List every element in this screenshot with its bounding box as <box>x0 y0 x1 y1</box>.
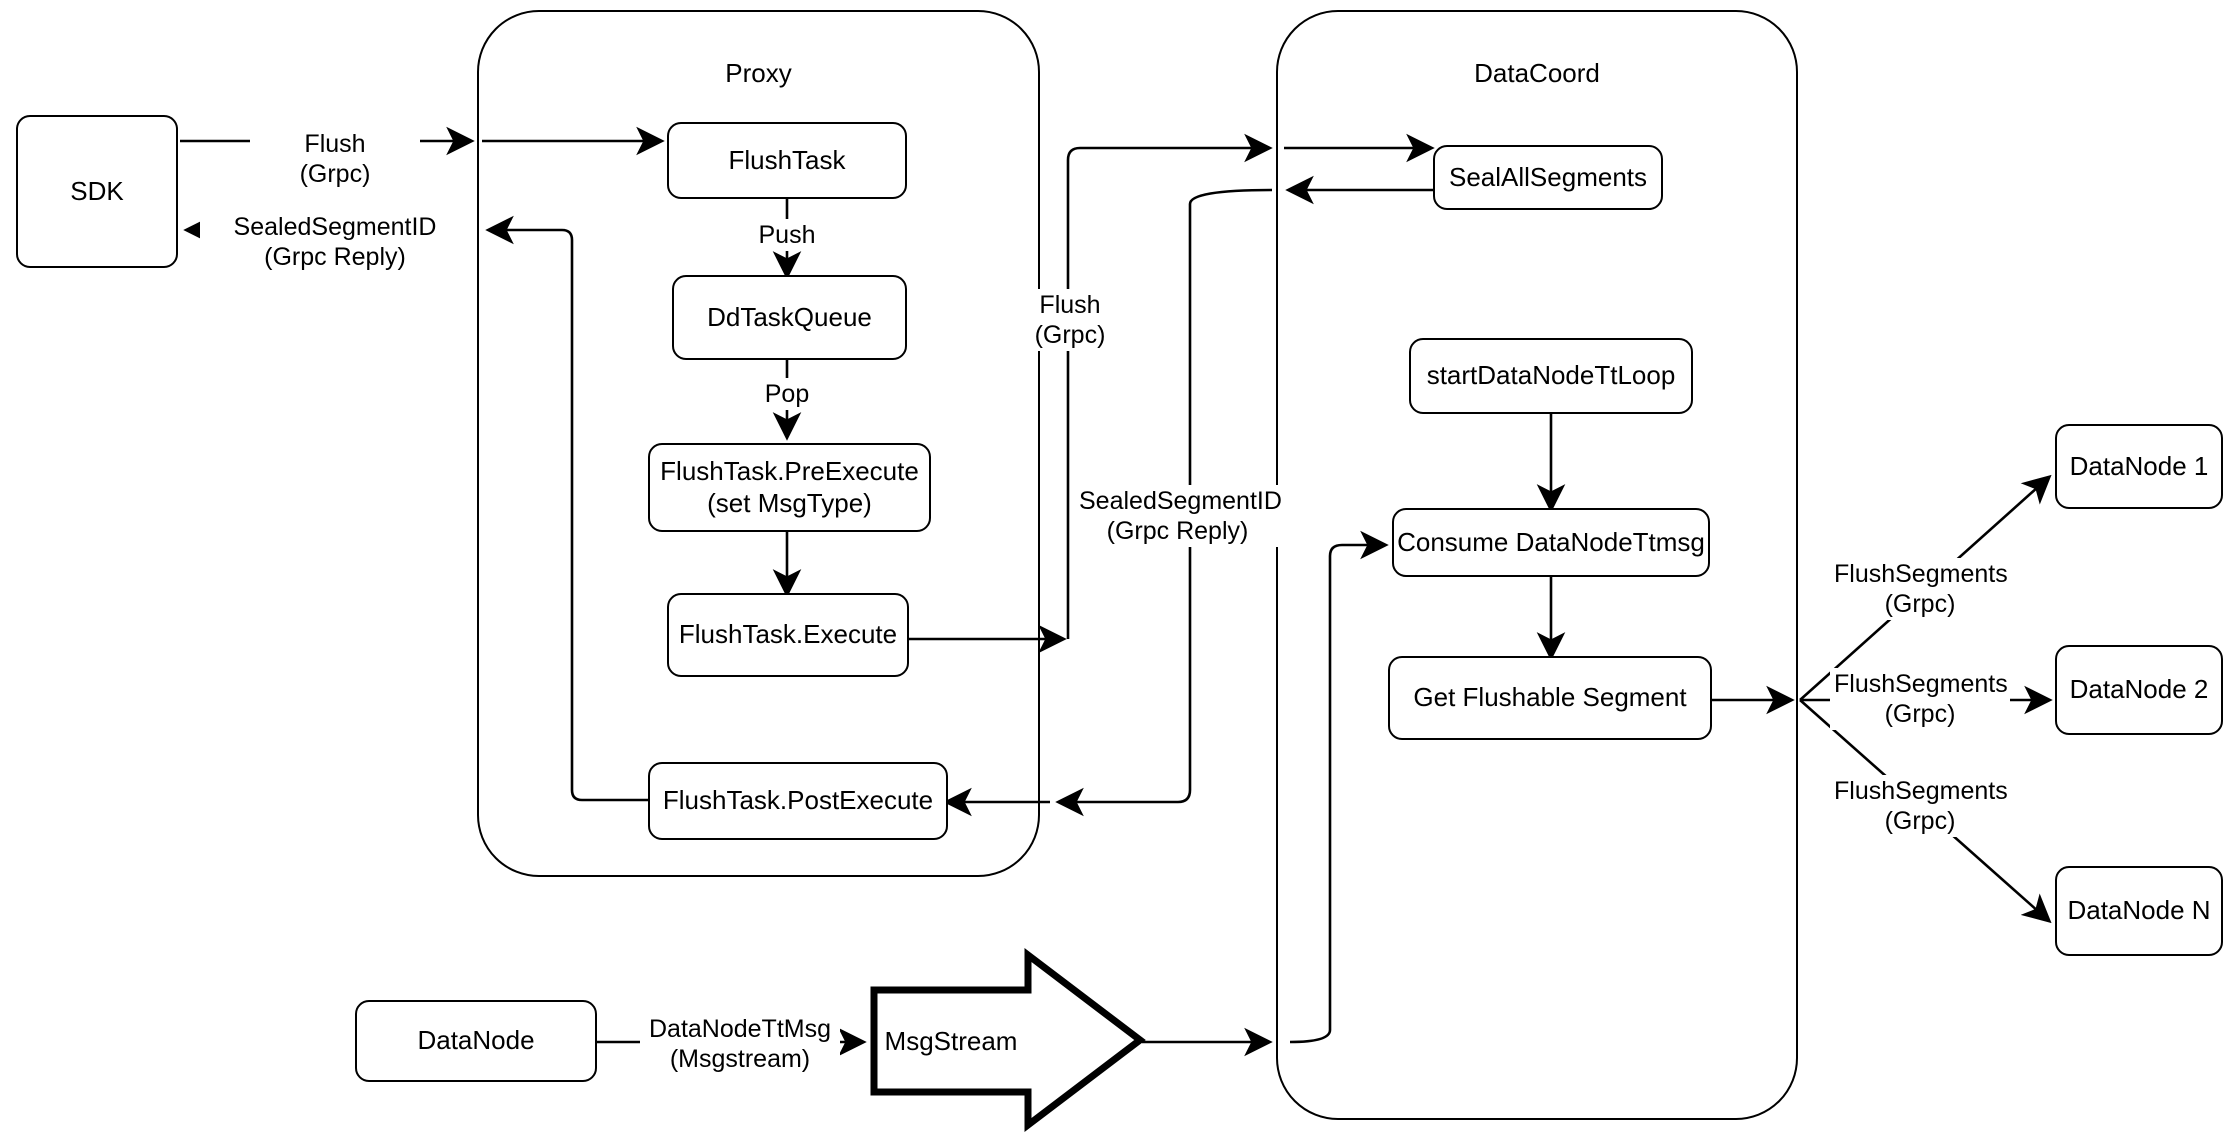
edge-label-datacoord-to-proxy: SealedSegmentID (Grpc Reply) <box>1075 485 1282 547</box>
node-get-flushable-segment[interactable]: Get Flushable Segment <box>1388 656 1712 740</box>
edge-flush-to-datacoord <box>1066 133 1273 639</box>
edge-label-proxy-to-sdk: SealedSegmentID (Grpc Reply) <box>200 211 470 273</box>
node-datanode-2[interactable]: DataNode 2 <box>2055 645 2223 735</box>
edge-label-pop: Pop <box>750 378 824 410</box>
node-flush-task[interactable]: FlushTask <box>667 122 907 199</box>
edge-datacoord-in-to-consume <box>1289 530 1389 1044</box>
edge-label-flush-segments-n: FlushSegments (Grpc) <box>1830 775 2010 837</box>
node-msgstream-label[interactable]: MsgStream <box>884 1026 1018 1056</box>
node-datanode-n[interactable]: DataNode N <box>2055 866 2223 956</box>
node-flush-task-execute[interactable]: FlushTask.Execute <box>667 593 909 677</box>
container-proxy <box>477 10 1040 877</box>
edge-sealedid-down <box>1055 188 1273 817</box>
edge-label-datanode-tt-msg: DataNodeTtMsg (Msgstream) <box>640 1013 840 1075</box>
node-consume-datanode-ttmsg[interactable]: Consume DataNodeTtmsg <box>1392 508 1710 577</box>
node-flush-task-post-execute[interactable]: FlushTask.PostExecute <box>648 762 948 840</box>
edge-label-proxy-to-datacoord: Flush (Grpc) <box>1020 289 1120 351</box>
node-start-datanode-tt-loop[interactable]: startDataNodeTtLoop <box>1409 338 1693 414</box>
msgstream-arrow-shape <box>870 947 1146 1133</box>
node-datanode-1[interactable]: DataNode 1 <box>2055 424 2223 509</box>
edge-postexecute-to-proxy-out <box>485 215 648 802</box>
node-datanode-bottom[interactable]: DataNode <box>355 1000 597 1082</box>
container-proxy-title: Proxy <box>725 58 792 88</box>
edge-label-push: Push <box>745 219 829 251</box>
node-flush-task-pre-execute[interactable]: FlushTask.PreExecute (set MsgType) <box>648 443 931 532</box>
node-sdk[interactable]: SDK <box>16 115 178 268</box>
container-datacoord-title: DataCoord <box>1474 58 1600 88</box>
container-datacoord <box>1276 10 1798 1120</box>
node-dd-task-queue[interactable]: DdTaskQueue <box>672 275 907 360</box>
edge-label-sdk-to-proxy: Flush (Grpc) <box>250 128 420 190</box>
edge-label-flush-segments-2: FlushSegments (Grpc) <box>1830 668 2010 730</box>
node-seal-all-segments[interactable]: SealAllSegments <box>1433 145 1663 210</box>
edge-label-flush-segments-1: FlushSegments (Grpc) <box>1830 558 2010 620</box>
